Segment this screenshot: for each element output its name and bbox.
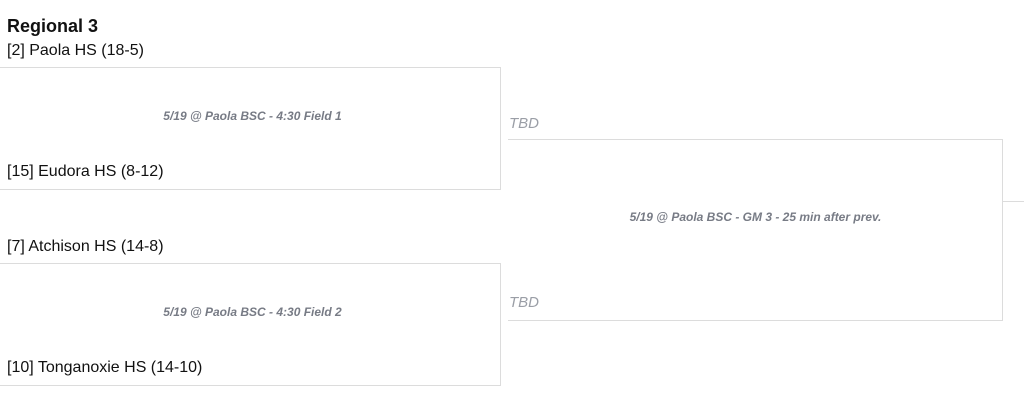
- bracket-connector-next-round: [1003, 201, 1024, 202]
- team-slot-top-game1[interactable]: [2] Paola HS (18-5): [7, 42, 144, 59]
- team-slot-bottom-game2[interactable]: [10] Tonganoxie HS (14-10): [7, 359, 203, 376]
- team-slot-top-game2[interactable]: [7] Atchison HS (14-8): [7, 238, 164, 255]
- round2-info: 5/19 @ Paola BSC - GM 3 - 25 min after p…: [629, 210, 882, 224]
- bracket-box-game2: [0, 263, 501, 386]
- regional-title: Regional 3: [7, 16, 99, 36]
- bracket-box-game1: [0, 67, 501, 190]
- team-slot-bottom-game1[interactable]: [15] Eudora HS (8-12): [7, 163, 164, 180]
- team-slot-top-round2[interactable]: TBD: [509, 115, 539, 132]
- team-slot-bottom-round2[interactable]: TBD: [509, 294, 539, 311]
- game2-info: 5/19 @ Paola BSC - 4:30 Field 2: [163, 305, 342, 319]
- bracket-box-round2: [508, 139, 1003, 321]
- game1-info: 5/19 @ Paola BSC - 4:30 Field 1: [163, 109, 342, 123]
